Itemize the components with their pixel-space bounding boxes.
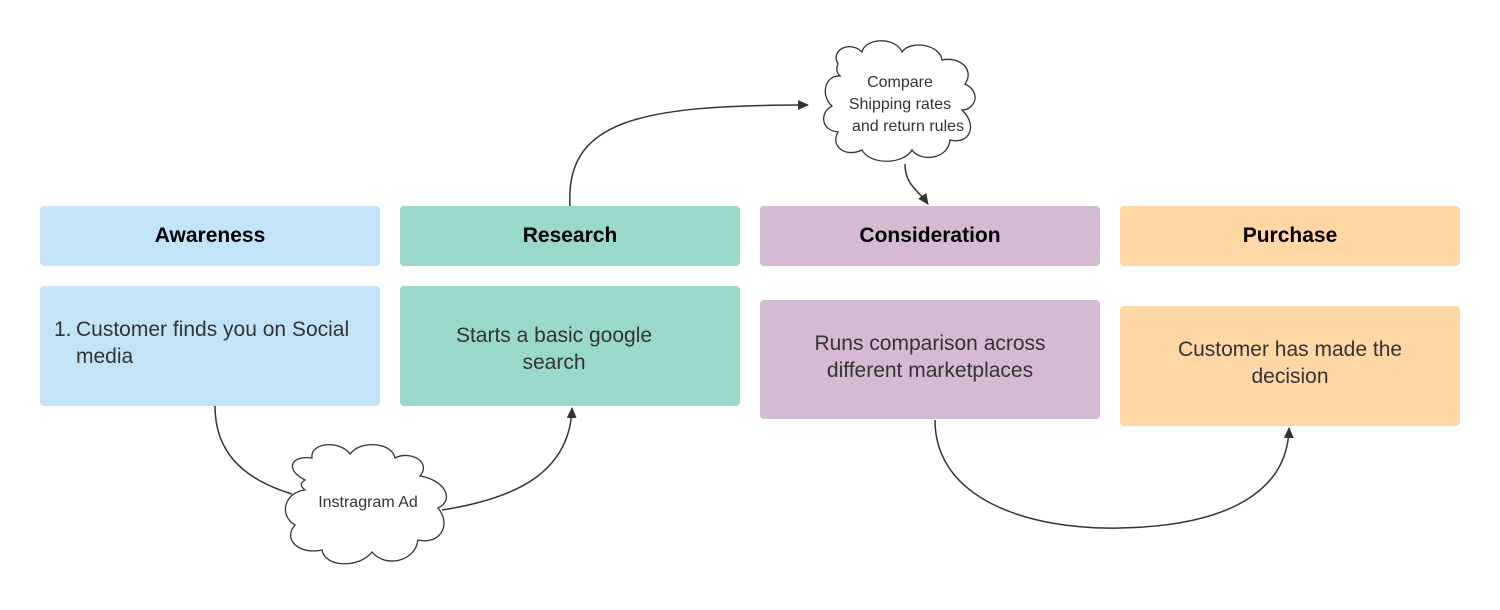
connector-ad-to-research: [441, 407, 577, 511]
connector-awareness-to-ad: [214, 405, 293, 495]
cloud-compare-line-3: and return rules: [851, 118, 965, 135]
purchase-title: Purchase: [1242, 224, 1338, 247]
awareness-list-number: 1.: [54, 318, 72, 341]
research-header: Research: [400, 206, 740, 266]
awareness-header: Awareness: [40, 206, 380, 266]
research-description: Starts a basic google search: [455, 324, 653, 374]
cloud-shape-ad: [284, 443, 448, 565]
consideration-description: Runs comparison across different marketp…: [814, 331, 1046, 382]
connector-consideration-to-purchase: [934, 419, 1294, 529]
awareness-title: Awareness: [154, 224, 266, 247]
cloud-compare-line-1: Compare: [867, 74, 933, 91]
awareness-description: Customer finds you on Social media: [76, 318, 350, 368]
connector-research-to-compare: [569, 100, 809, 207]
research-title: Research: [522, 224, 618, 247]
consideration-title: Consideration: [859, 224, 1001, 247]
cloud-ad-label: Instragram Ad: [318, 494, 418, 511]
cloud-compare-line-2: Shipping rates: [848, 96, 952, 113]
purchase-card: Customer has made the decision: [1120, 306, 1460, 426]
purchase-description: Customer has made the decision: [1177, 338, 1403, 388]
consideration-header: Consideration: [760, 206, 1100, 266]
connector-compare-to-consideration: [904, 163, 929, 205]
cloud-shape-compare: [823, 40, 976, 162]
cloud-compare-label: Compare Shipping rates and return rules: [820, 72, 980, 138]
awareness-card: 1. Customer finds you on Social media: [40, 286, 380, 406]
consideration-card: Runs comparison across different marketp…: [760, 300, 1100, 419]
research-card: Starts a basic google search: [400, 286, 740, 406]
purchase-header: Purchase: [1120, 206, 1460, 266]
